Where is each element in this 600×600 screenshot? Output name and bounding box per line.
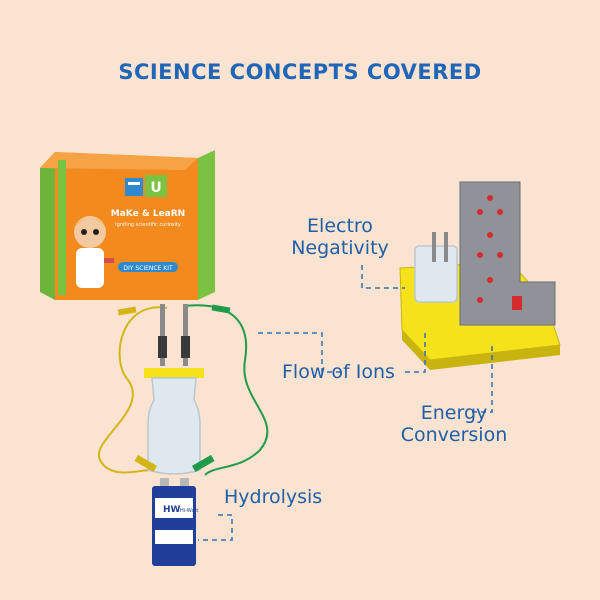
leader-flow-of-ions-right (405, 330, 426, 373)
battery-brand: HW (163, 505, 181, 515)
label-energy-conversion: Energy Conversion (400, 402, 508, 446)
kid-mascot-icon (74, 216, 114, 288)
box-brand: MaKe & LeaRN (111, 209, 185, 219)
svg-text:U: U (150, 180, 161, 196)
leader-electronegativity (361, 265, 405, 289)
energy-apparatus (399, 181, 561, 370)
box-logo-icon: U (125, 175, 167, 197)
leader-hydrolysis (198, 514, 233, 541)
leader-lines (198, 265, 493, 541)
box-tagline: Igniting scientific curiosity (115, 222, 181, 228)
label-hydrolysis: Hydrolysis (224, 486, 323, 508)
leader-flow-of-ions-left (258, 332, 345, 373)
box-kit-label: DIY SCIENCE KIT (123, 265, 173, 272)
label-electronegativity: Electro Negativity (291, 215, 389, 259)
battery-icon: HW Hi-Watt (152, 478, 198, 566)
label-flow-of-ions: Flow of Ions (282, 361, 395, 383)
leader-energy-conversion (472, 345, 493, 413)
page-title: SCIENCE CONCEPTS COVERED (118, 60, 482, 84)
hydrolysis-apparatus: HW Hi-Watt (97, 304, 269, 566)
product-box: U MaKe & LeaRN Igniting scientific curio… (40, 150, 215, 300)
battery-name: Hi-Watt (180, 508, 198, 514)
